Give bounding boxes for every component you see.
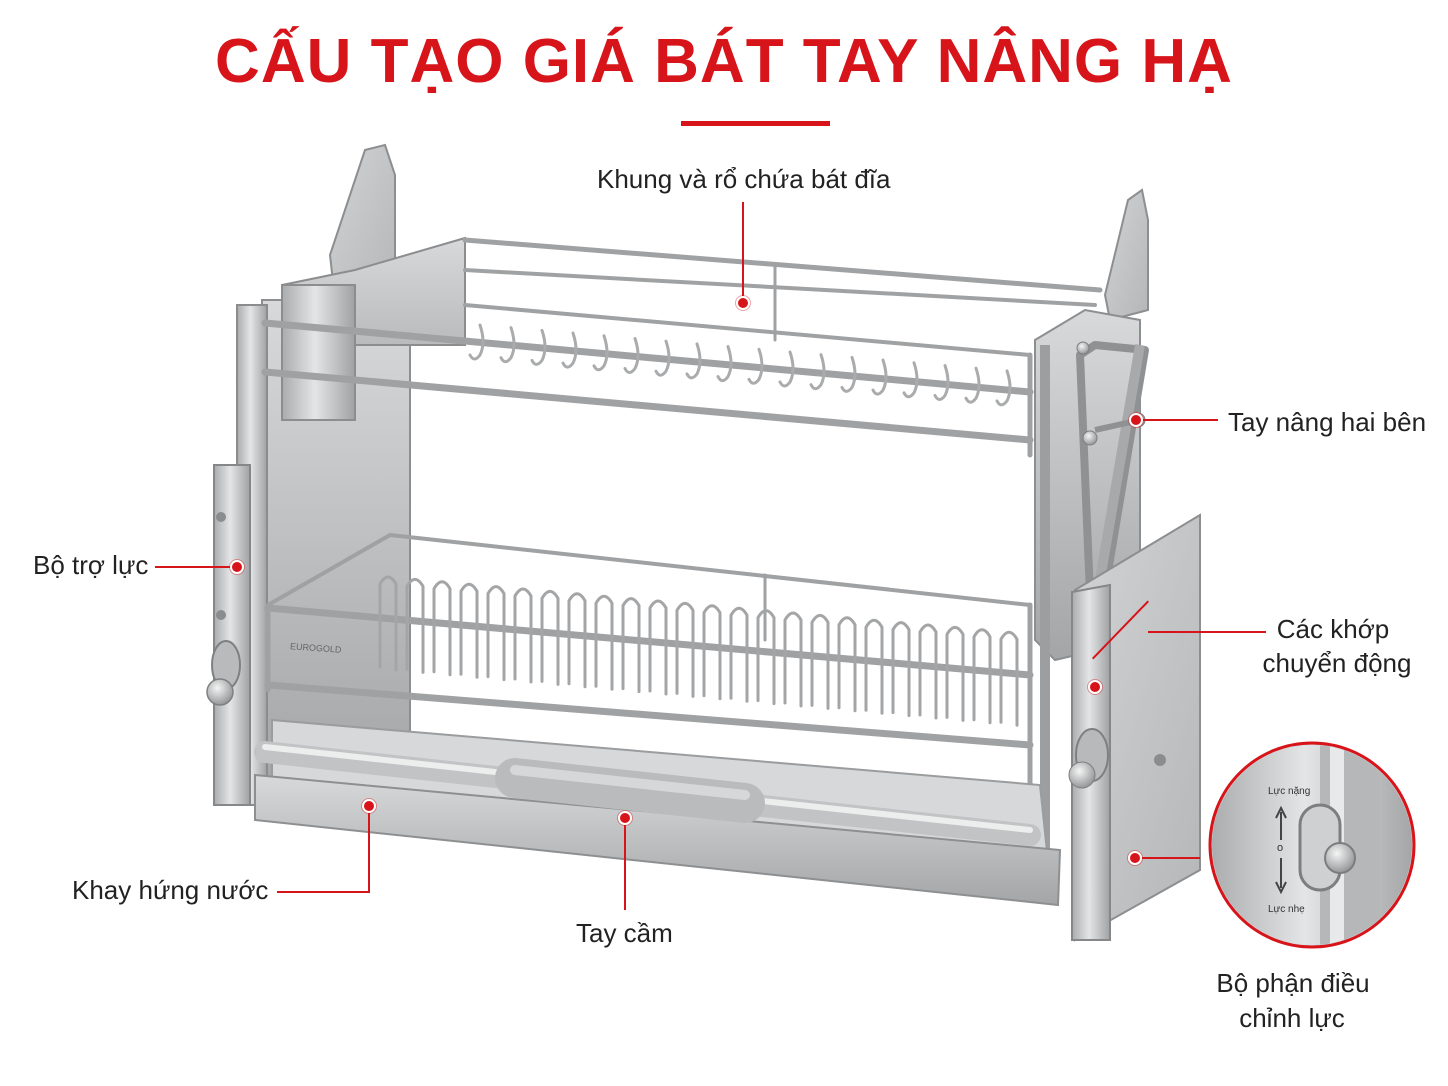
marker-joints xyxy=(1088,680,1102,694)
dish-hook xyxy=(592,334,609,372)
dish-hook xyxy=(716,345,733,383)
dish-hook xyxy=(809,353,826,391)
plate-bar xyxy=(810,613,830,710)
marker-side-arms xyxy=(1129,413,1143,427)
label-adjuster-line2: chỉnh lực xyxy=(1239,1003,1345,1033)
plate-bar xyxy=(432,580,452,677)
label-frame: Khung và rổ chứa bát đĩa xyxy=(597,164,891,194)
marker-booster xyxy=(230,560,244,574)
plate-bar xyxy=(378,575,398,672)
plate-bar xyxy=(783,611,803,708)
leader-drip-tray-h xyxy=(277,891,370,893)
plate-bar xyxy=(918,623,938,720)
label-joints-line1: Các khớp xyxy=(1276,614,1390,644)
plate-bar xyxy=(945,625,965,722)
leader-booster xyxy=(155,566,235,568)
label-booster: Bộ trợ lực xyxy=(33,550,149,580)
leader-drip-tray-v xyxy=(368,806,370,892)
marker-handle xyxy=(618,811,632,825)
plate-bar xyxy=(648,599,668,696)
leader-side-arms xyxy=(1138,419,1218,421)
plate-bar xyxy=(567,592,587,689)
marker-drip-tray xyxy=(362,799,376,813)
dish-hook xyxy=(840,355,857,393)
plate-bar xyxy=(459,582,479,679)
plate-bar xyxy=(891,621,911,718)
plate-bar xyxy=(405,577,425,674)
plate-bar xyxy=(486,585,506,682)
plate-bar xyxy=(540,589,560,686)
dish-hook xyxy=(685,342,702,380)
label-adjuster-line1: Bộ phận điều xyxy=(1216,968,1370,998)
leader-joints-h xyxy=(1148,631,1266,633)
inset-upper-text: Lực nặng xyxy=(1268,786,1311,797)
leader-handle xyxy=(624,818,626,910)
right-top-bracket xyxy=(1103,188,1149,322)
adjuster-inset xyxy=(1208,741,1416,949)
dish-hook xyxy=(995,369,1012,407)
dish-hook xyxy=(778,350,795,388)
label-drip-tray: Khay hứng nước xyxy=(72,875,269,905)
marker-adjuster xyxy=(1128,851,1142,865)
plate-bar xyxy=(972,628,992,725)
dish-hook xyxy=(499,326,516,364)
label-side-arms: Tay nâng hai bên xyxy=(1228,407,1427,437)
title-underline xyxy=(681,121,830,126)
dish-hook xyxy=(902,361,919,399)
leader-adjuster xyxy=(1138,857,1200,859)
dish-hook xyxy=(530,328,547,366)
plate-bar xyxy=(756,609,776,706)
marker-frame xyxy=(736,296,750,310)
leader-frame xyxy=(742,202,744,300)
dish-hook xyxy=(654,339,671,377)
plate-bar xyxy=(594,594,614,691)
left-side-panel xyxy=(206,299,411,806)
label-joints-line2: chuyển động xyxy=(1262,648,1412,678)
plate-bar xyxy=(837,616,857,713)
plate-bar xyxy=(702,604,722,701)
plate-bar xyxy=(864,618,884,715)
upper-basket-hooks xyxy=(468,323,1012,407)
plate-rack-bars xyxy=(378,575,1019,727)
plate-bar xyxy=(999,630,1019,727)
dish-hook xyxy=(468,323,485,361)
dish-hook xyxy=(964,366,981,404)
dish-hook xyxy=(871,358,888,396)
plate-bar xyxy=(729,606,749,703)
inset-middle-mark: o xyxy=(1277,842,1284,854)
dish-hook xyxy=(747,347,764,385)
dish-hook xyxy=(933,364,950,401)
plate-bar xyxy=(675,601,695,698)
page-title: CẤU TẠO GIÁ BÁT TAY NÂNG HẠ xyxy=(215,27,1233,96)
plate-bar xyxy=(621,597,641,694)
upper-basket xyxy=(261,236,1103,458)
label-handle: Tay cầm xyxy=(576,918,673,948)
inset-lower-text: Lực nhẹ xyxy=(1268,904,1305,915)
dish-hook xyxy=(623,337,640,374)
dish-hook xyxy=(561,331,578,369)
handle-bar xyxy=(254,741,1041,846)
plate-bar xyxy=(513,587,533,684)
right-side-panel xyxy=(1034,308,1201,942)
